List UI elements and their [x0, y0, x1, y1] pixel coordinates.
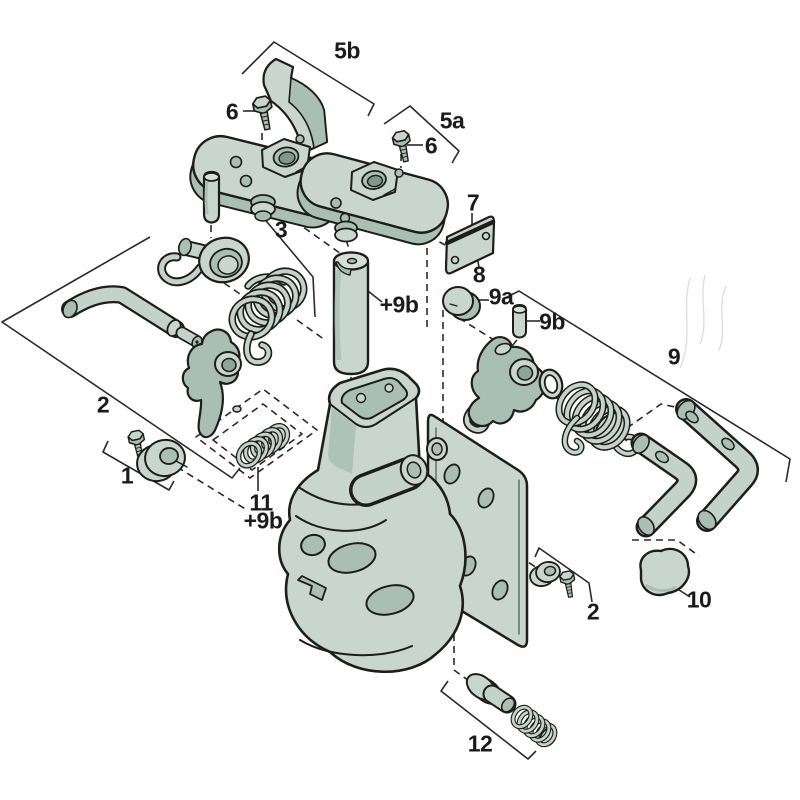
- part-3-torsion-spring: [228, 267, 308, 366]
- part-9b-coupling-pin: [332, 251, 370, 376]
- part-1-washer: [136, 438, 188, 483]
- part-label-9a: 9a: [488, 283, 514, 310]
- part-2-hand-lever: [61, 285, 203, 349]
- part-label-6-right: 6: [424, 132, 438, 159]
- part-label-plus9b-lower: +9b: [243, 507, 283, 534]
- part-label-7: 7: [466, 189, 480, 216]
- part-12-pin: [465, 673, 517, 714]
- part-label-8: 8: [472, 261, 486, 288]
- part-9-elbow-handle-left: [630, 432, 698, 538]
- part-release-lever: [181, 328, 242, 439]
- part-9-o-ring: [538, 368, 564, 400]
- part-6-bolt-right: [390, 129, 415, 164]
- part-label-12: 12: [467, 730, 493, 757]
- part-label-9: 9: [667, 343, 681, 370]
- part-label-9b: 9b: [539, 308, 565, 335]
- part-2-bolt: [558, 569, 579, 599]
- part-7-8-wear-plate: [444, 215, 496, 275]
- faint-sketch-lines: [679, 274, 727, 369]
- part-label-5a: 5a: [439, 107, 465, 134]
- part-9-latch-lever: [462, 336, 546, 434]
- part-11-spring: [235, 423, 291, 469]
- part-2-washer: [529, 561, 561, 587]
- part-label-3: 3: [274, 216, 288, 243]
- part-9a-cap-disc: [442, 286, 481, 321]
- part-3-bearing-bush: [157, 236, 250, 287]
- part-label-5b: 5b: [334, 37, 360, 64]
- part-9b-small-pin: [512, 304, 527, 339]
- part-10-cap: [639, 547, 691, 597]
- part-label-plus9b-center: +9b: [379, 291, 419, 318]
- part-label-10: 10: [686, 586, 712, 613]
- part-label-2-left: 2: [96, 391, 110, 418]
- part-9-elbow-handle-right: [675, 398, 759, 532]
- part-5a-mount-plate: [296, 152, 450, 246]
- part-3-roll-pin: [202, 170, 221, 224]
- part-label-6-left: 6: [225, 98, 239, 125]
- part-coupling-body: [277, 367, 467, 674]
- part-9-tension-spring: [555, 381, 642, 458]
- part-label-11: 11: [249, 489, 273, 516]
- part-label-1: 1: [120, 462, 134, 489]
- part-12-spring: [510, 704, 558, 748]
- part-label-2-right: 2: [586, 598, 600, 625]
